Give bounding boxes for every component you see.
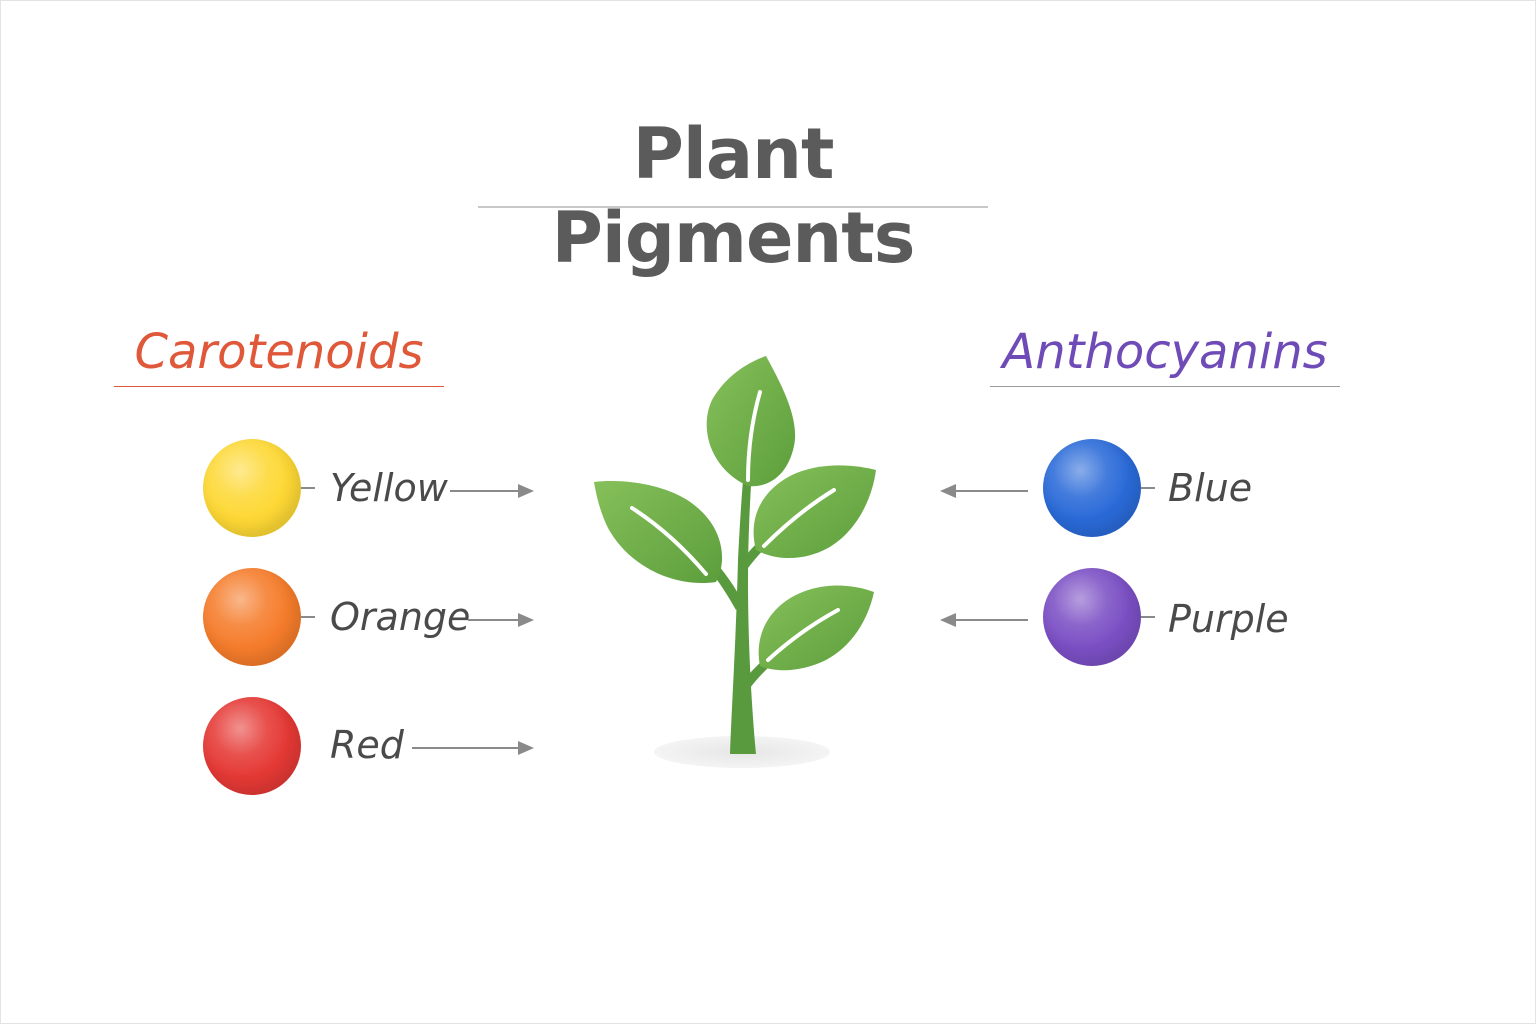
yellow-label: Yellow	[330, 466, 448, 510]
plant-leaf-left-vein	[630, 506, 708, 576]
plant-leaf-right-lower	[758, 585, 874, 671]
blue-label: Blue	[1168, 466, 1253, 510]
plant-leaf-right-upper-vein	[762, 488, 836, 548]
plant-leaf-top-vein	[746, 390, 762, 482]
orange-label: Orange	[330, 595, 471, 639]
carotenoids-underline	[114, 386, 444, 387]
purple-swatch	[1043, 568, 1141, 666]
orange-arrow	[468, 613, 534, 627]
anthocyanins-underline	[990, 386, 1340, 387]
purple-tick	[1141, 616, 1155, 618]
plant-leaf-right-lower-vein	[766, 608, 840, 662]
red-label: Red	[330, 723, 404, 767]
red-swatch	[203, 697, 301, 795]
title-underline	[478, 206, 988, 208]
yellow-tick	[301, 487, 315, 489]
blue-arrow	[940, 484, 1028, 498]
plant-leaf-top	[706, 356, 796, 487]
diagram-title: Plant Pigments	[551, 113, 916, 279]
plant-sprout-icon	[594, 356, 876, 768]
orange-tick	[301, 616, 315, 618]
blue-swatch	[1043, 439, 1141, 537]
anthocyanins-heading: Anthocyanins	[1002, 324, 1328, 380]
plant-leaf-right-upper	[753, 465, 876, 559]
carotenoids-heading: Carotenoids	[134, 324, 424, 380]
plant-stem	[730, 470, 756, 754]
blue-tick	[1141, 487, 1155, 489]
orange-swatch	[203, 568, 301, 666]
purple-label: Purple	[1168, 597, 1289, 641]
yellow-arrow	[450, 484, 534, 498]
purple-arrow	[940, 613, 1028, 627]
red-arrow	[412, 741, 534, 755]
yellow-swatch	[203, 439, 301, 537]
